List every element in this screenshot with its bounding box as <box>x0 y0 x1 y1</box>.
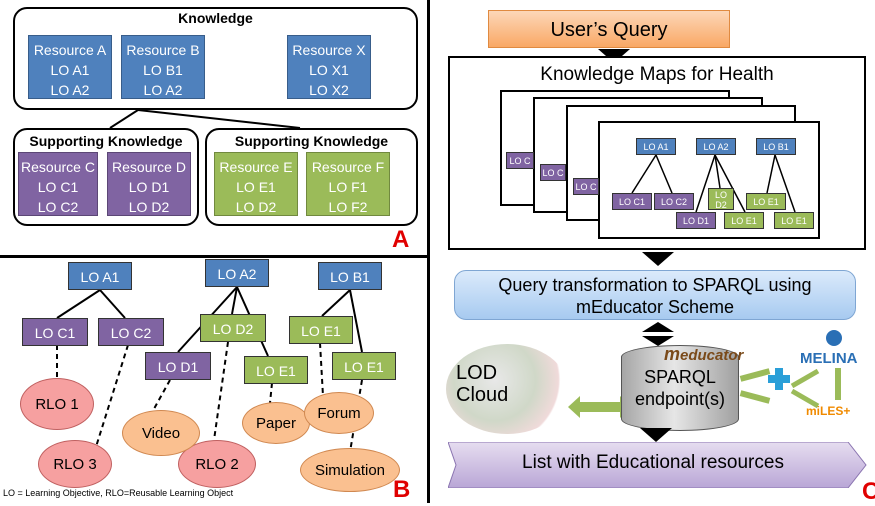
map-node-lo-e1-a: LO E1 <box>746 193 786 210</box>
resource-c-lo1: LO C1 <box>37 179 79 195</box>
resource-d-lo1: LO D1 <box>128 179 170 195</box>
melina-logo: MELINA <box>800 350 858 367</box>
node-lo-b1: LO B1 <box>318 262 382 290</box>
resource-a: Resource A LO A1 LO A2 <box>28 35 112 99</box>
sparql-line-2: endpoint(s) <box>634 389 726 409</box>
resource-f-title: Resource F <box>311 159 385 175</box>
leaf-forum: Forum <box>304 392 374 434</box>
arrow-down-icon <box>642 252 674 266</box>
panel-c-label: C <box>862 478 875 505</box>
resource-c-lo2: LO C2 <box>37 199 79 215</box>
arrow-vertical-green-icon <box>835 368 841 400</box>
resource-a-title: Resource A <box>33 42 107 58</box>
arrow-down-icon <box>640 428 672 442</box>
map-node-lo-e1-c: LO E1 <box>774 212 814 229</box>
resource-d-lo2: LO D2 <box>128 199 170 215</box>
supporting-right-title: Supporting Knowledge <box>234 133 389 149</box>
map-node-lo-e1-b: LO E1 <box>724 212 764 229</box>
map-node-lo-c1: LO C1 <box>612 193 652 210</box>
leaf-paper: Paper <box>242 402 310 444</box>
lod-line-2: Cloud <box>456 384 509 406</box>
lod-line-1: LOD <box>456 362 498 384</box>
node-lo-e1-top: LO E1 <box>289 316 353 344</box>
node-lo-c2: LO C2 <box>98 318 164 346</box>
node-lo-d1: LO D1 <box>145 352 211 380</box>
resource-x: Resource X LO X1 LO X2 <box>287 35 371 99</box>
resource-b-lo2: LO A2 <box>143 82 183 98</box>
panel-a-label: A <box>392 226 410 253</box>
map-node-lo-d2-text: LO D2 <box>714 190 727 210</box>
lod-label: LOD Cloud <box>456 362 508 406</box>
resource-a-lo2: LO A2 <box>50 82 90 98</box>
supporting-left-title: Supporting Knowledge <box>29 133 183 149</box>
resource-e-lo2: LO D2 <box>235 199 277 215</box>
meducator-text: educator <box>680 347 744 364</box>
map-node-lo-c2: LO C2 <box>654 193 694 210</box>
horizontal-divider <box>0 255 427 258</box>
miles-text: miLES <box>806 404 844 418</box>
result-banner-shape <box>448 442 867 488</box>
users-query-box: User’s Query <box>488 10 730 48</box>
node-lo-d2: LO D2 <box>200 314 266 342</box>
node-lo-c1: LO C1 <box>22 318 88 346</box>
resource-e-lo1: LO E1 <box>236 179 276 195</box>
knowledge-title: Knowledge <box>178 10 253 26</box>
resource-f-lo2: LO F2 <box>328 199 368 215</box>
resource-e-title: Resource E <box>219 159 293 175</box>
node-lo-e1-right: LO E1 <box>332 352 396 380</box>
map-node-lo-d2: LO D2 <box>708 188 734 210</box>
arrow-left-tip <box>568 396 580 418</box>
rlo-2: RLO 2 <box>178 440 256 488</box>
rlo-3: RLO 3 <box>38 440 112 488</box>
knowledge-maps-title: Knowledge Maps for Health <box>540 64 774 85</box>
resource-c: Resource C LO C1 LO C2 <box>18 152 98 216</box>
panel-b-label: B <box>393 476 411 503</box>
resource-f-lo1: LO F1 <box>328 179 368 195</box>
sparql-label: SPARQL endpoint(s) <box>621 366 739 410</box>
lod-cloud-graphic <box>446 344 568 434</box>
resource-c-title: Resource C <box>21 159 95 175</box>
result-text: List with Educational resources <box>522 452 784 473</box>
resource-f: Resource F LO F1 LO F2 <box>306 152 390 216</box>
resource-a-lo1: LO A1 <box>50 62 90 78</box>
leaf-simulation: Simulation <box>300 448 400 492</box>
sparql-endpoint-cylinder <box>621 345 739 431</box>
resource-d: Resource D LO D1 LO D2 <box>107 152 191 216</box>
meducator-logo: meducator <box>664 344 744 364</box>
map-node-lo-b1: LO B1 <box>756 138 796 155</box>
network-icon <box>826 330 842 346</box>
node-lo-e1-mid: LO E1 <box>244 356 308 384</box>
resource-x-title: Resource X <box>292 42 366 58</box>
map-node-back-1: LO C <box>506 152 534 169</box>
resource-x-lo2: LO X2 <box>309 82 349 98</box>
rlo-1: RLO 1 <box>20 378 94 430</box>
transform-line-1: Query transformation to SPARQL using <box>498 275 812 295</box>
map-node-back-3: LO C <box>573 178 599 195</box>
resource-b: Resource B LO B1 LO A2 <box>121 35 205 99</box>
map-node-back-2: LO C <box>540 164 566 181</box>
resource-b-lo1: LO B1 <box>143 62 183 78</box>
vertical-divider <box>427 0 430 503</box>
query-transformation-box: Query transformation to SPARQL using mEd… <box>454 270 856 320</box>
node-lo-a2: LO A2 <box>205 259 269 287</box>
resource-b-title: Resource B <box>126 42 200 58</box>
bidirectional-arrow-icon <box>642 322 674 346</box>
sparql-line-1: SPARQL <box>644 367 716 387</box>
panel-b-footnote: LO = Learning Objective, RLO=Reusable Le… <box>3 488 234 498</box>
resource-d-title: Resource D <box>112 159 186 175</box>
double-arrow-green-icon <box>578 402 622 412</box>
resource-x-lo1: LO X1 <box>309 62 349 78</box>
map-node-lo-a2: LO A2 <box>696 138 736 155</box>
medical-cross-icon <box>768 368 790 390</box>
leaf-video: Video <box>122 410 200 456</box>
map-node-lo-d1: LO D1 <box>676 212 716 229</box>
map-node-lo-a1: LO A1 <box>636 138 676 155</box>
resource-e: Resource E LO E1 LO D2 <box>214 152 298 216</box>
node-lo-a1: LO A1 <box>68 262 132 290</box>
transform-line-2: mEducator Scheme <box>575 297 735 317</box>
